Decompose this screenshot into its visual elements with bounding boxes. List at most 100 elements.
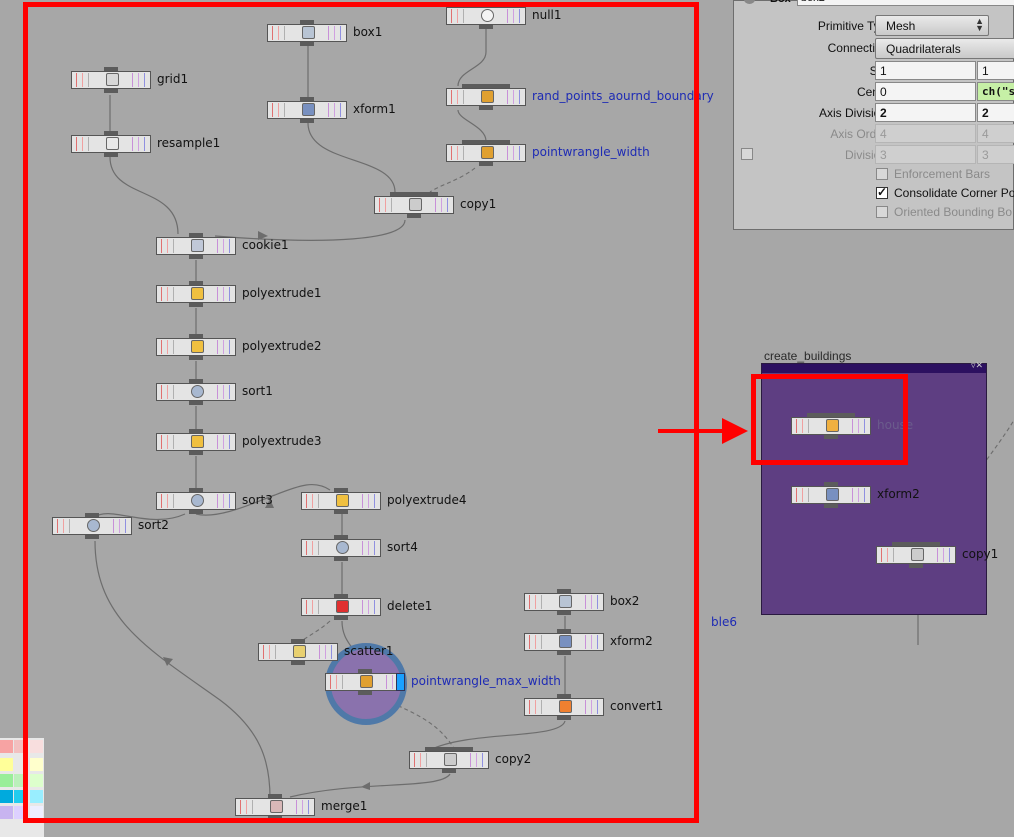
input-connector[interactable] bbox=[189, 233, 203, 237]
output-connector[interactable] bbox=[824, 435, 838, 439]
node-label[interactable]: pointwrangle_max_width bbox=[411, 674, 561, 688]
output-connector[interactable] bbox=[407, 214, 421, 218]
node-body[interactable] bbox=[52, 517, 132, 535]
node-body[interactable] bbox=[374, 196, 454, 214]
node-body[interactable] bbox=[301, 492, 381, 510]
input-connector[interactable] bbox=[425, 747, 473, 751]
node-label[interactable]: box2 bbox=[610, 594, 640, 608]
node-body[interactable] bbox=[791, 486, 871, 504]
node-body[interactable] bbox=[325, 673, 405, 691]
node-body[interactable] bbox=[446, 7, 526, 25]
output-connector[interactable] bbox=[189, 451, 203, 455]
output-connector[interactable] bbox=[300, 42, 314, 46]
input-connector[interactable] bbox=[334, 535, 348, 539]
input-connector[interactable] bbox=[104, 131, 118, 135]
node-label[interactable]: sort3 bbox=[242, 493, 273, 507]
node-body[interactable] bbox=[235, 798, 315, 816]
node-body[interactable] bbox=[409, 751, 489, 769]
input-connector[interactable] bbox=[300, 97, 314, 101]
output-connector[interactable] bbox=[291, 661, 305, 665]
input-connector[interactable] bbox=[892, 542, 940, 546]
node-body[interactable] bbox=[258, 643, 338, 661]
output-connector[interactable] bbox=[189, 356, 203, 360]
node-label[interactable]: rand_points_aournd_boundary bbox=[532, 89, 714, 103]
output-connector[interactable] bbox=[300, 119, 314, 123]
input-connector[interactable] bbox=[557, 589, 571, 593]
output-connector[interactable] bbox=[557, 611, 571, 615]
input-connector[interactable] bbox=[358, 669, 372, 673]
input-connector[interactable] bbox=[85, 513, 99, 517]
node-body[interactable] bbox=[524, 593, 604, 611]
node-body[interactable] bbox=[301, 598, 381, 616]
node-body[interactable] bbox=[71, 71, 151, 89]
node-body[interactable] bbox=[446, 144, 526, 162]
output-connector[interactable] bbox=[557, 716, 571, 720]
output-connector[interactable] bbox=[479, 162, 493, 166]
output-connector[interactable] bbox=[909, 564, 923, 568]
node-body[interactable] bbox=[156, 285, 236, 303]
node-label[interactable]: sort1 bbox=[242, 384, 273, 398]
output-connector[interactable] bbox=[479, 25, 493, 29]
node-label[interactable]: resample1 bbox=[157, 136, 221, 150]
input-connector[interactable] bbox=[189, 379, 203, 383]
swatch-lavender[interactable] bbox=[0, 806, 13, 819]
output-connector[interactable] bbox=[189, 510, 203, 514]
node-label[interactable]: pointwrangle_width bbox=[532, 145, 650, 159]
output-connector[interactable] bbox=[334, 510, 348, 514]
output-connector[interactable] bbox=[189, 303, 203, 307]
node-body[interactable] bbox=[524, 633, 604, 651]
size-x-field[interactable]: 1 bbox=[875, 61, 976, 80]
output-connector[interactable] bbox=[479, 106, 493, 110]
node-label[interactable]: grid1 bbox=[157, 72, 189, 86]
node-body[interactable] bbox=[156, 237, 236, 255]
output-connector[interactable] bbox=[358, 691, 372, 695]
node-label[interactable]: polyextrude4 bbox=[387, 493, 467, 507]
node-label[interactable]: merge1 bbox=[321, 799, 368, 813]
input-connector[interactable] bbox=[189, 334, 203, 338]
swatch-green[interactable] bbox=[0, 774, 13, 787]
node-label[interactable]: sort2 bbox=[138, 518, 169, 532]
node-label[interactable]: sort4 bbox=[387, 540, 418, 554]
output-connector[interactable] bbox=[85, 535, 99, 539]
enforcement-bars-checkbox[interactable] bbox=[876, 168, 888, 180]
primitive-type-dropdown[interactable]: Mesh ▲▼ bbox=[875, 15, 989, 36]
input-connector[interactable] bbox=[268, 794, 282, 798]
axis-divisions-x-field[interactable]: 2 bbox=[875, 103, 976, 122]
node-body[interactable] bbox=[156, 433, 236, 451]
output-connector[interactable] bbox=[104, 89, 118, 93]
node-body[interactable] bbox=[267, 24, 347, 42]
node-label[interactable]: cookie1 bbox=[242, 238, 289, 252]
node-label[interactable]: copy2 bbox=[495, 752, 532, 766]
node-label[interactable]: polyextrude1 bbox=[242, 286, 322, 300]
swatch-light-cyan[interactable] bbox=[30, 790, 43, 803]
node-label[interactable]: copy1 bbox=[460, 197, 497, 211]
node-label[interactable]: polyextrude3 bbox=[242, 434, 322, 448]
input-connector[interactable] bbox=[807, 413, 855, 417]
swatch-pale-lavender[interactable] bbox=[30, 806, 43, 819]
node-body[interactable] bbox=[446, 88, 526, 106]
display-flag-active[interactable] bbox=[396, 673, 405, 691]
node-label[interactable]: xform1 bbox=[353, 102, 396, 116]
oriented-bounding-checkbox[interactable] bbox=[876, 206, 888, 218]
center-x-field[interactable]: 0 bbox=[875, 82, 976, 101]
node-body[interactable] bbox=[71, 135, 151, 153]
node-label[interactable]: polyextrude2 bbox=[242, 339, 322, 353]
input-connector[interactable] bbox=[557, 629, 571, 633]
input-connector[interactable] bbox=[291, 639, 305, 643]
subnet-titlebar[interactable]: ▿✕ bbox=[762, 361, 986, 373]
node-body[interactable] bbox=[791, 417, 871, 435]
output-connector[interactable] bbox=[334, 616, 348, 620]
swatch-light-pink[interactable] bbox=[30, 740, 43, 753]
output-connector[interactable] bbox=[189, 255, 203, 259]
output-connector[interactable] bbox=[557, 651, 571, 655]
node-body[interactable] bbox=[156, 383, 236, 401]
input-connector[interactable] bbox=[390, 192, 438, 196]
output-connector[interactable] bbox=[189, 401, 203, 405]
size-y-field[interactable]: 1 bbox=[977, 61, 1014, 80]
output-connector[interactable] bbox=[442, 769, 456, 773]
node-body[interactable] bbox=[301, 539, 381, 557]
connectivity-dropdown[interactable]: Quadrilaterals bbox=[875, 38, 1014, 59]
input-connector[interactable] bbox=[189, 429, 203, 433]
output-connector[interactable] bbox=[104, 153, 118, 157]
input-connector[interactable] bbox=[462, 140, 510, 144]
